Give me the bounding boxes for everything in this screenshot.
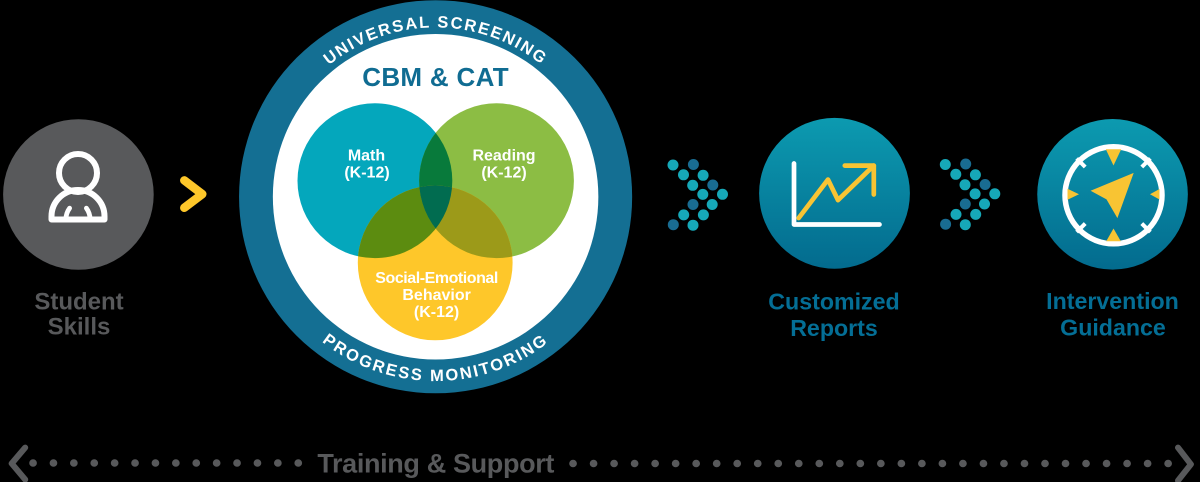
svg-text:Math: Math [348, 147, 385, 164]
svg-text:(K-12): (K-12) [414, 304, 459, 321]
svg-text:Training & Support: Training & Support [317, 449, 554, 479]
svg-text:Guidance: Guidance [1060, 314, 1166, 340]
svg-text:Reports: Reports [790, 315, 878, 341]
svg-text:Customized: Customized [768, 288, 899, 314]
svg-text:Skills: Skills [48, 313, 111, 340]
svg-text:Student: Student [34, 288, 123, 315]
svg-text:CBM & CAT: CBM & CAT [362, 62, 509, 92]
svg-text:(K-12): (K-12) [481, 165, 526, 182]
svg-text:Reading: Reading [472, 147, 535, 164]
svg-text:(K-12): (K-12) [344, 165, 389, 182]
svg-text:Intervention: Intervention [1046, 288, 1179, 314]
svg-text:Behavior: Behavior [402, 287, 470, 304]
svg-text:Social-Emotional: Social-Emotional [375, 270, 498, 287]
